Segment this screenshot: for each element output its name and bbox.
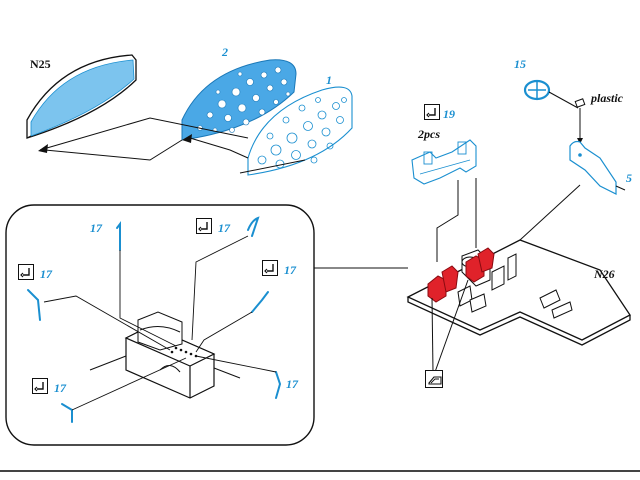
- label-part-2: 2: [222, 45, 228, 59]
- bottom-rule: [0, 470, 640, 472]
- fold-bend-icon: [262, 260, 278, 276]
- panel-n25: [26, 54, 137, 139]
- panel-part-2-holes: [197, 66, 291, 133]
- part-19-leaders: [436, 178, 477, 262]
- label-part-17-f: 17: [286, 377, 298, 391]
- label-n26: N26: [594, 267, 615, 281]
- panel-part-2: [181, 59, 297, 141]
- fold-bend-icon: [424, 104, 440, 120]
- panel-part-1: [247, 86, 353, 176]
- label-part-17-b: 17: [218, 221, 230, 235]
- part-19-bracket: [411, 139, 477, 185]
- label-part-17-d: 17: [284, 263, 296, 277]
- part-15-wheel: [523, 79, 579, 109]
- label-part-1: 1: [326, 73, 332, 87]
- label-2pcs: 2pcs: [418, 127, 440, 141]
- panel-assembly-arrows: [39, 117, 306, 174]
- label-part-5: 5: [626, 171, 632, 185]
- label-plastic: plastic: [591, 91, 623, 105]
- fold-bend-icon: [18, 264, 34, 280]
- label-part-17-c: 17: [40, 267, 52, 281]
- panel-part-1-holes: [257, 97, 347, 169]
- detail-box: [5, 204, 315, 446]
- base-n26: [406, 184, 631, 346]
- part-5-bracket: [569, 140, 626, 195]
- fold-bend-icon: [32, 378, 48, 394]
- label-n25: N25: [30, 57, 51, 71]
- paint-icon: [425, 370, 443, 388]
- red-parts: [427, 247, 495, 303]
- label-part-17-a: 17: [90, 221, 102, 235]
- fold-bend-icon: [196, 218, 212, 234]
- label-part-17-e: 17: [54, 381, 66, 395]
- panel-arrow-heads: [38, 134, 192, 153]
- label-part-19: 19: [443, 107, 455, 121]
- label-part-15: 15: [514, 57, 526, 71]
- red-parts-leaders: [431, 279, 469, 373]
- plastic-pin: [574, 98, 586, 144]
